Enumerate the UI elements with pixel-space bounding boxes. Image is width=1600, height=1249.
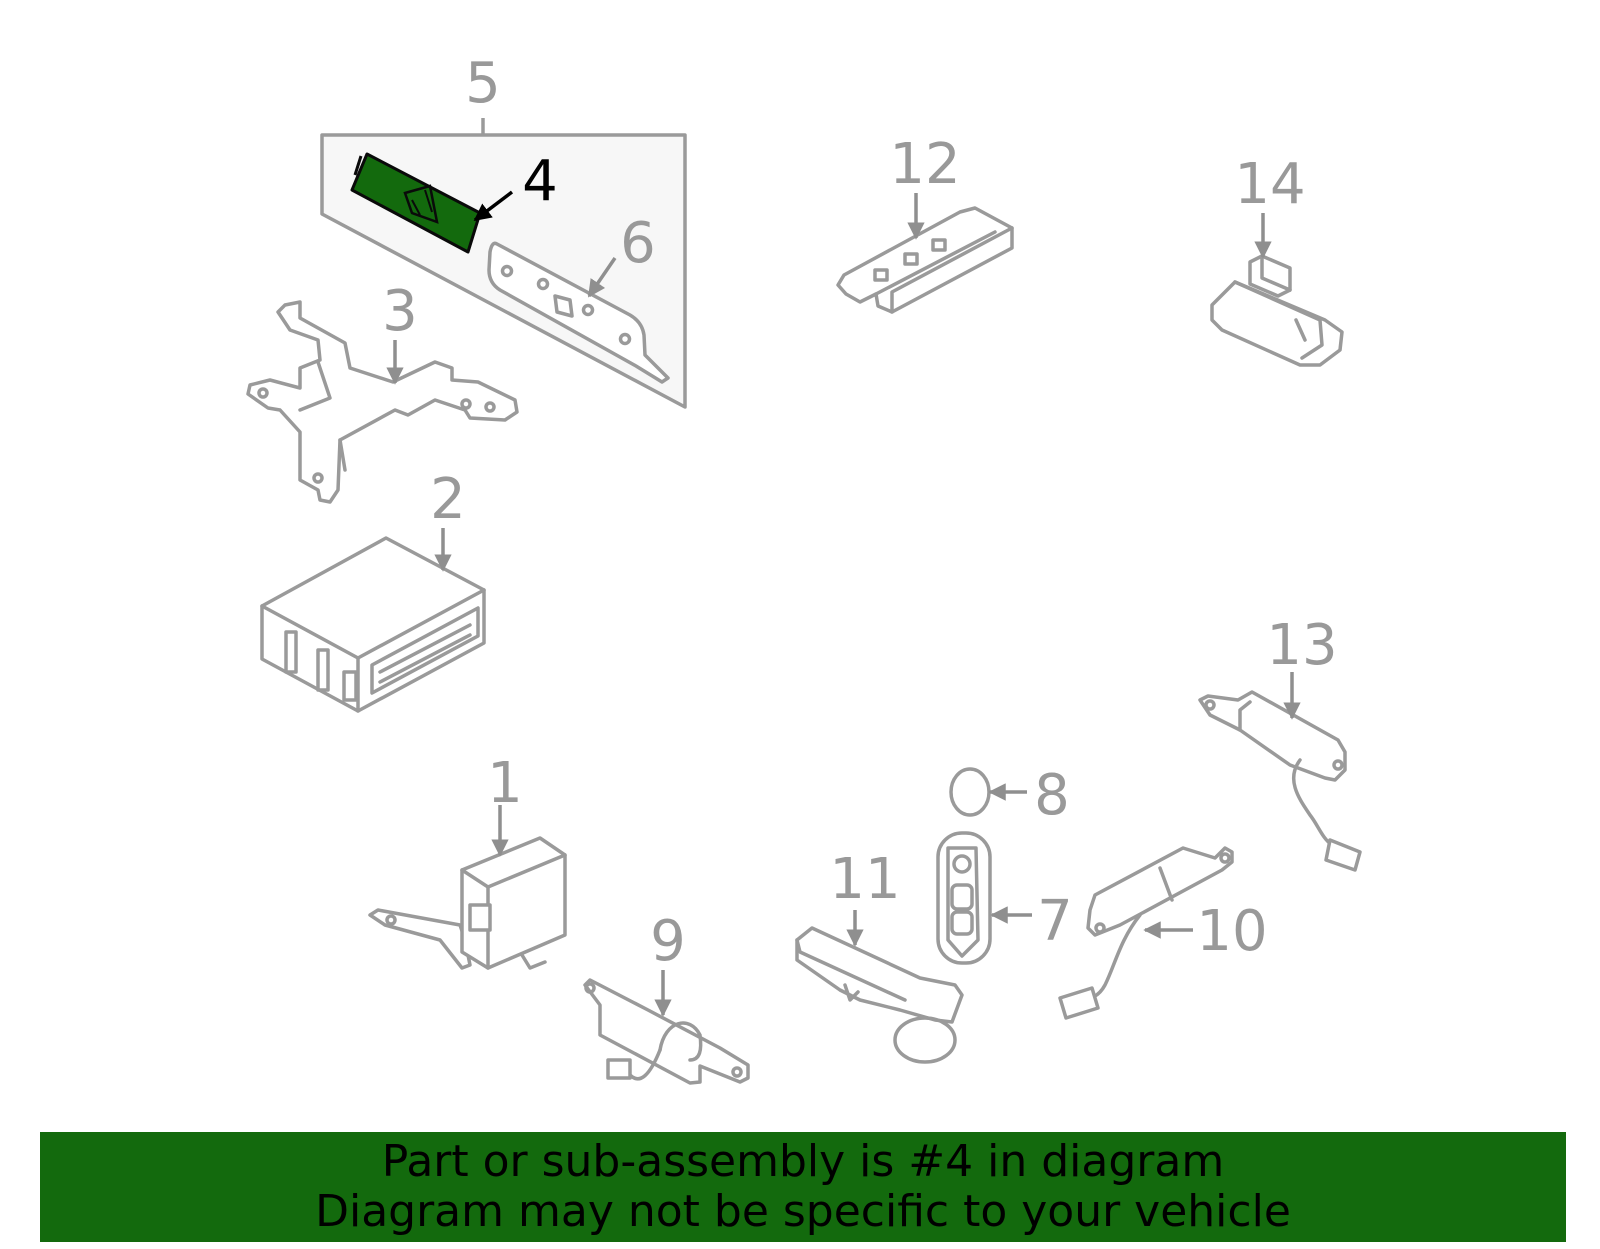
parts-diagram: 5 4 6 3 2 1 9 11 7 8 10 12 14 13 xyxy=(246,51,1362,1085)
part-7-key-fob[interactable] xyxy=(936,831,992,965)
callout-6: 6 xyxy=(620,211,656,276)
callout-1: 1 xyxy=(487,751,523,816)
info-banner: Part or sub-assembly is #4 in diagram Di… xyxy=(40,1132,1566,1242)
part-4-module[interactable] xyxy=(350,152,482,254)
banner-line-2: Diagram may not be specific to your vehi… xyxy=(315,1186,1291,1237)
callout-13: 13 xyxy=(1266,613,1337,678)
leader-6 xyxy=(587,257,617,298)
leader-4 xyxy=(473,190,514,222)
part-11-antenna[interactable] xyxy=(795,926,964,1064)
callout-4: 4 xyxy=(522,149,558,214)
banner-line-1: Part or sub-assembly is #4 in diagram xyxy=(381,1136,1225,1187)
callout-10: 10 xyxy=(1196,899,1267,964)
part-13-antenna[interactable] xyxy=(1198,690,1362,872)
part-10-antenna[interactable] xyxy=(1058,846,1234,1020)
callout-11: 11 xyxy=(829,847,900,912)
part-1-module[interactable] xyxy=(368,836,567,970)
part-2-control-unit[interactable] xyxy=(260,536,486,713)
callout-3: 3 xyxy=(382,279,418,344)
part-14-switch[interactable] xyxy=(1210,254,1344,367)
callout-8: 8 xyxy=(1034,763,1070,828)
callout-12: 12 xyxy=(889,132,960,197)
callout-9: 9 xyxy=(650,909,686,974)
part-8-battery[interactable] xyxy=(949,767,991,817)
part-9-antenna[interactable] xyxy=(583,978,750,1085)
callout-7: 7 xyxy=(1037,889,1073,954)
part-6-bracket[interactable] xyxy=(487,241,670,384)
callout-2: 2 xyxy=(430,467,466,532)
part-12-module[interactable] xyxy=(836,206,1014,314)
callout-5: 5 xyxy=(465,51,501,116)
callout-14: 14 xyxy=(1234,152,1305,217)
